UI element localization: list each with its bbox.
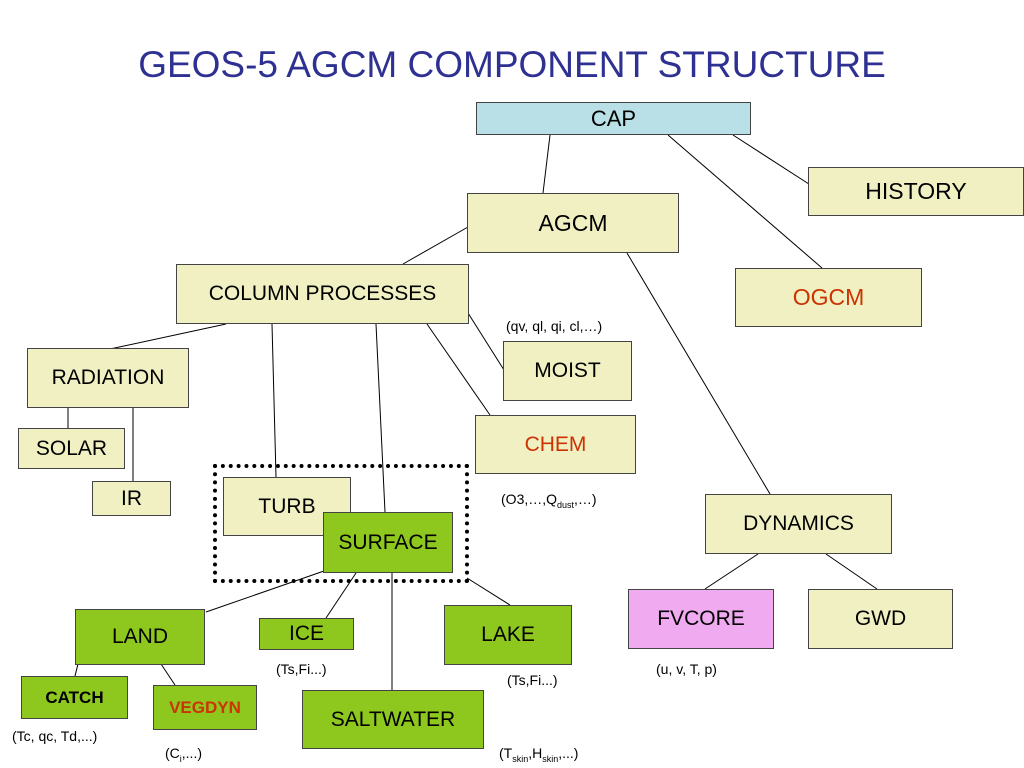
- chem-label: CHEM: [524, 432, 587, 456]
- fvcore-variables-note: (u, v, T, p): [656, 661, 717, 677]
- fvcore-box[interactable]: FVCORE: [628, 589, 774, 649]
- solar-box[interactable]: SOLAR: [18, 428, 125, 469]
- vegdyn-box[interactable]: VEGDYN: [153, 685, 257, 730]
- salt-note-sub: skin: [512, 753, 529, 764]
- line-colproc-turb: [271, 323, 277, 478]
- vegdyn-note-sub: i: [179, 753, 182, 764]
- line-surface-lake: [466, 577, 511, 606]
- line-colproc-moist: [467, 312, 505, 371]
- vegdyn-label: VEGDYN: [169, 697, 241, 717]
- page-title: GEOS-5 AGCM COMPONENT STRUCTURE: [138, 44, 886, 85]
- moist-box[interactable]: MOIST: [503, 341, 632, 401]
- line-dynamics-gwd: [825, 553, 878, 590]
- history-box[interactable]: HISTORY: [808, 167, 1024, 216]
- surface-box[interactable]: SURFACE: [323, 512, 453, 573]
- chem-note-part: ,…,Q: [524, 491, 558, 507]
- saltwater-box[interactable]: SALTWATER: [302, 690, 484, 749]
- moist-variables-note: (qv, ql, qi, cl,…): [506, 318, 603, 334]
- line-agcm-dynamics: [626, 252, 771, 495]
- surface-group-highlight: [213, 464, 469, 583]
- catch-variables-note: (Tc, qc, Td,...): [12, 728, 98, 744]
- gwd-box[interactable]: GWD: [808, 589, 953, 649]
- ir-box[interactable]: IR: [92, 481, 171, 516]
- ogcm-label: OGCM: [792, 284, 865, 310]
- lake-box[interactable]: LAKE: [444, 605, 572, 665]
- chem-note-part: (O: [501, 491, 517, 507]
- agcm-box[interactable]: AGCM: [467, 193, 679, 253]
- vegdyn-note-part: ,...): [181, 745, 203, 761]
- line-cap-ogcm: [667, 134, 823, 269]
- salt-note-sub: skin: [542, 753, 559, 764]
- line-surface-land: [205, 570, 325, 613]
- ogcm-box[interactable]: OGCM: [735, 268, 922, 327]
- line-dynamics-fvcore: [704, 553, 759, 590]
- line-agcm-colproc: [402, 226, 469, 265]
- salt-note-part: ,...): [558, 745, 579, 761]
- catch-box[interactable]: CATCH: [21, 676, 128, 719]
- chem-note-part: ,…): [574, 491, 597, 507]
- line-land-vegdyn: [160, 663, 176, 686]
- vegdyn-variables-note: (Ci,...): [165, 745, 202, 764]
- line-land-catch: [74, 663, 79, 677]
- land-box[interactable]: LAND: [75, 609, 205, 665]
- vegdyn-note-part: (C: [165, 745, 180, 761]
- dynamics-box[interactable]: DYNAMICS: [705, 494, 892, 554]
- ice-variables-note: (Ts,Fi...): [276, 661, 327, 677]
- line-colproc-surface: [375, 323, 386, 513]
- cap-box[interactable]: CAP: [476, 102, 751, 135]
- ice-box[interactable]: ICE: [259, 618, 354, 650]
- lake-variables-note: (Ts,Fi...): [507, 672, 558, 688]
- chem-variables-note: (O3,…,Qdust,…): [501, 491, 597, 510]
- line-colproc-chem: [426, 323, 491, 416]
- saltwater-variables-note: (Tskin,Hskin,...): [499, 745, 578, 764]
- salt-note-part: ,H: [528, 745, 543, 761]
- line-cap-history: [732, 134, 813, 187]
- chem-box[interactable]: CHEM: [475, 415, 636, 474]
- salt-note-part: (T: [499, 745, 513, 761]
- chem-note-part: 3: [516, 491, 525, 507]
- column-processes-box[interactable]: COLUMN PROCESSES: [176, 264, 469, 324]
- radiation-box[interactable]: RADIATION: [27, 348, 189, 408]
- line-cap-agcm: [542, 134, 551, 194]
- line-colproc-radiation: [109, 323, 227, 350]
- chem-note-sub: dust: [557, 499, 575, 510]
